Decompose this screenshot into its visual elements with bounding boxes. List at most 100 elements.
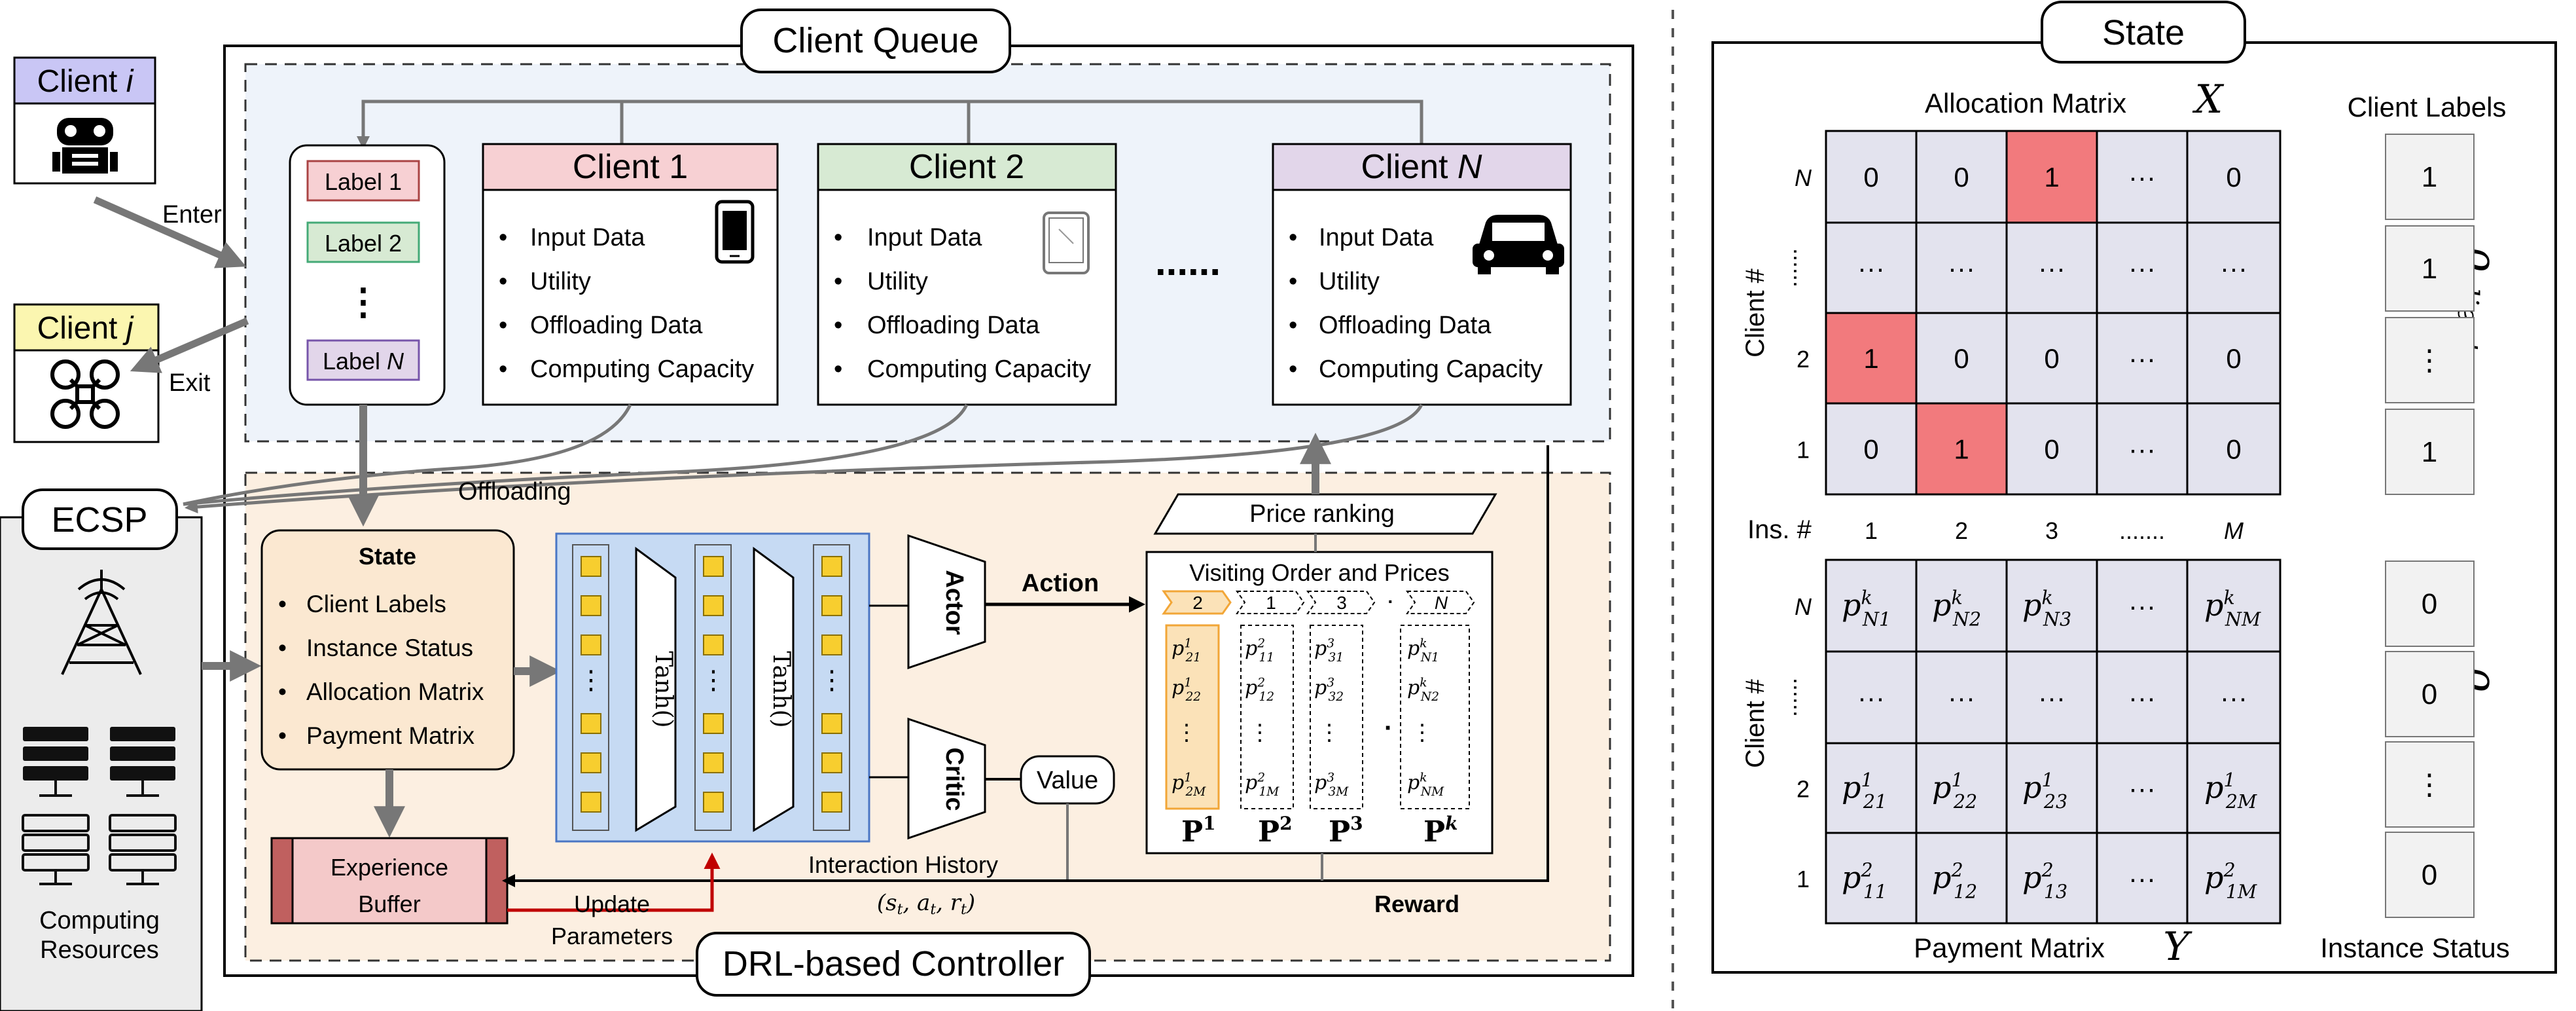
payment-cell xyxy=(2186,832,2281,925)
svg-text:2: 2 xyxy=(1192,593,1203,613)
drone-icon xyxy=(50,359,120,429)
allocation-cell xyxy=(1915,402,2008,496)
allocation-cell xyxy=(2186,312,2281,405)
payment-cell xyxy=(2096,650,2189,744)
client-axis-top: Client # xyxy=(1741,268,1770,357)
payment-value: ··· xyxy=(2038,682,2066,713)
svg-text:Utility: Utility xyxy=(867,268,928,295)
client-label-cell xyxy=(2385,409,2475,495)
interaction-history-label: Interaction History xyxy=(808,851,998,878)
svg-text:Experience: Experience xyxy=(331,854,448,881)
payment-cell xyxy=(1825,559,1918,653)
allocation-value: ··· xyxy=(2220,253,2247,284)
allocation-value: ··· xyxy=(2128,343,2156,374)
instance-status-cell xyxy=(2385,651,2475,737)
tower-icon xyxy=(61,570,142,675)
svg-text:Buffer: Buffer xyxy=(358,891,420,917)
instance-status-value: 0 xyxy=(2422,678,2437,710)
svg-text:•: • xyxy=(834,224,842,251)
payment-cell xyxy=(2186,742,2281,834)
price-column-k xyxy=(1400,625,1470,809)
svg-text:Client 2: Client 2 xyxy=(909,148,1024,186)
svg-text:Visiting Order and Prices: Visiting Order and Prices xyxy=(1189,559,1450,586)
row-label: N xyxy=(1795,593,1812,620)
svg-text:·: · xyxy=(1387,591,1393,612)
instance-status-cell xyxy=(2385,741,2475,828)
instance-status-title: Instance Status xyxy=(2320,932,2510,963)
svg-text:Computing Capacity: Computing Capacity xyxy=(1319,356,1543,383)
col-label: ....... xyxy=(2119,517,2165,544)
allocation-value: 0 xyxy=(1863,162,1878,193)
allocation-value: 0 xyxy=(2044,434,2059,465)
svg-text:Allocation Matrix: Allocation Matrix xyxy=(306,678,484,705)
svg-text:Tanh(): Tanh() xyxy=(650,651,677,727)
actor-block xyxy=(907,534,986,670)
svg-text:Tanh(): Tanh() xyxy=(768,651,795,727)
allocation-cell xyxy=(2186,221,2281,314)
client-label-value: ⋮ xyxy=(2415,344,2444,377)
instance-status-cell xyxy=(2385,832,2475,918)
controller-title: DRL-based Controller xyxy=(723,944,1064,983)
server-icons xyxy=(22,727,177,885)
client-label-value: 1 xyxy=(2422,253,2437,285)
payment-value: ··· xyxy=(2128,682,2156,713)
svg-text:•: • xyxy=(499,268,507,295)
visit-tags: 2 1 3 · N xyxy=(1162,590,1475,615)
price-column-2 xyxy=(1240,625,1294,809)
svg-text:3: 3 xyxy=(1336,593,1347,613)
reward-feedback-line xyxy=(502,445,1549,887)
payment-cell xyxy=(1915,650,2008,744)
svg-text:•: • xyxy=(1289,312,1297,339)
col-label: 2 xyxy=(1955,517,1968,544)
enter-arrow xyxy=(93,196,247,268)
svg-text:•: • xyxy=(834,356,842,383)
svg-text:•: • xyxy=(278,722,287,749)
offloading-label: Offloading xyxy=(458,478,571,506)
instance-status-value: ⋮ xyxy=(2415,769,2444,801)
svg-text:•: • xyxy=(499,224,507,251)
svg-text:Offloading Data: Offloading Data xyxy=(1319,312,1492,339)
svg-text:Y: Y xyxy=(2163,924,2192,970)
payment-cell xyxy=(2186,559,2281,653)
car-icon xyxy=(1473,215,1564,274)
reward-label: Reward xyxy=(1374,891,1459,917)
payment-cell xyxy=(1915,832,2008,925)
svg-text:Client j: Client j xyxy=(37,311,134,346)
svg-text:X: X xyxy=(2192,77,2225,122)
client-card-n: Client N •Input Data •Utility •Offloadin… xyxy=(1272,143,1572,406)
allocation-value: 0 xyxy=(2226,343,2241,374)
label-n xyxy=(306,339,420,381)
queue-feedback-line xyxy=(357,100,1423,149)
col-label: 1 xyxy=(1865,517,1878,544)
ins-label: Ins. # xyxy=(1747,515,1812,544)
row-label: 2 xyxy=(1797,346,1810,373)
svg-text:Critic: Critic xyxy=(940,747,968,811)
ecsp-panel xyxy=(0,516,203,1011)
svg-text:Client i: Client i xyxy=(37,64,134,99)
svg-text:Offloading Data: Offloading Data xyxy=(867,312,1040,339)
label-1 xyxy=(306,160,420,202)
allocation-cell xyxy=(2186,402,2281,496)
computing-resources-label-2: Resources xyxy=(40,936,159,964)
instance-status-value: 0 xyxy=(2422,859,2437,891)
allocation-cell xyxy=(1825,221,1918,314)
svg-text:•: • xyxy=(278,591,287,617)
svg-text:•: • xyxy=(1289,268,1297,295)
payment-value: ··· xyxy=(1857,682,1885,713)
client-label-cell xyxy=(2385,225,2475,312)
client-queue-title: Client Queue xyxy=(772,21,978,60)
price-ranking-box xyxy=(1153,493,1497,535)
allocation-value: ··· xyxy=(1948,253,1975,284)
tablet-icon xyxy=(1043,211,1090,274)
